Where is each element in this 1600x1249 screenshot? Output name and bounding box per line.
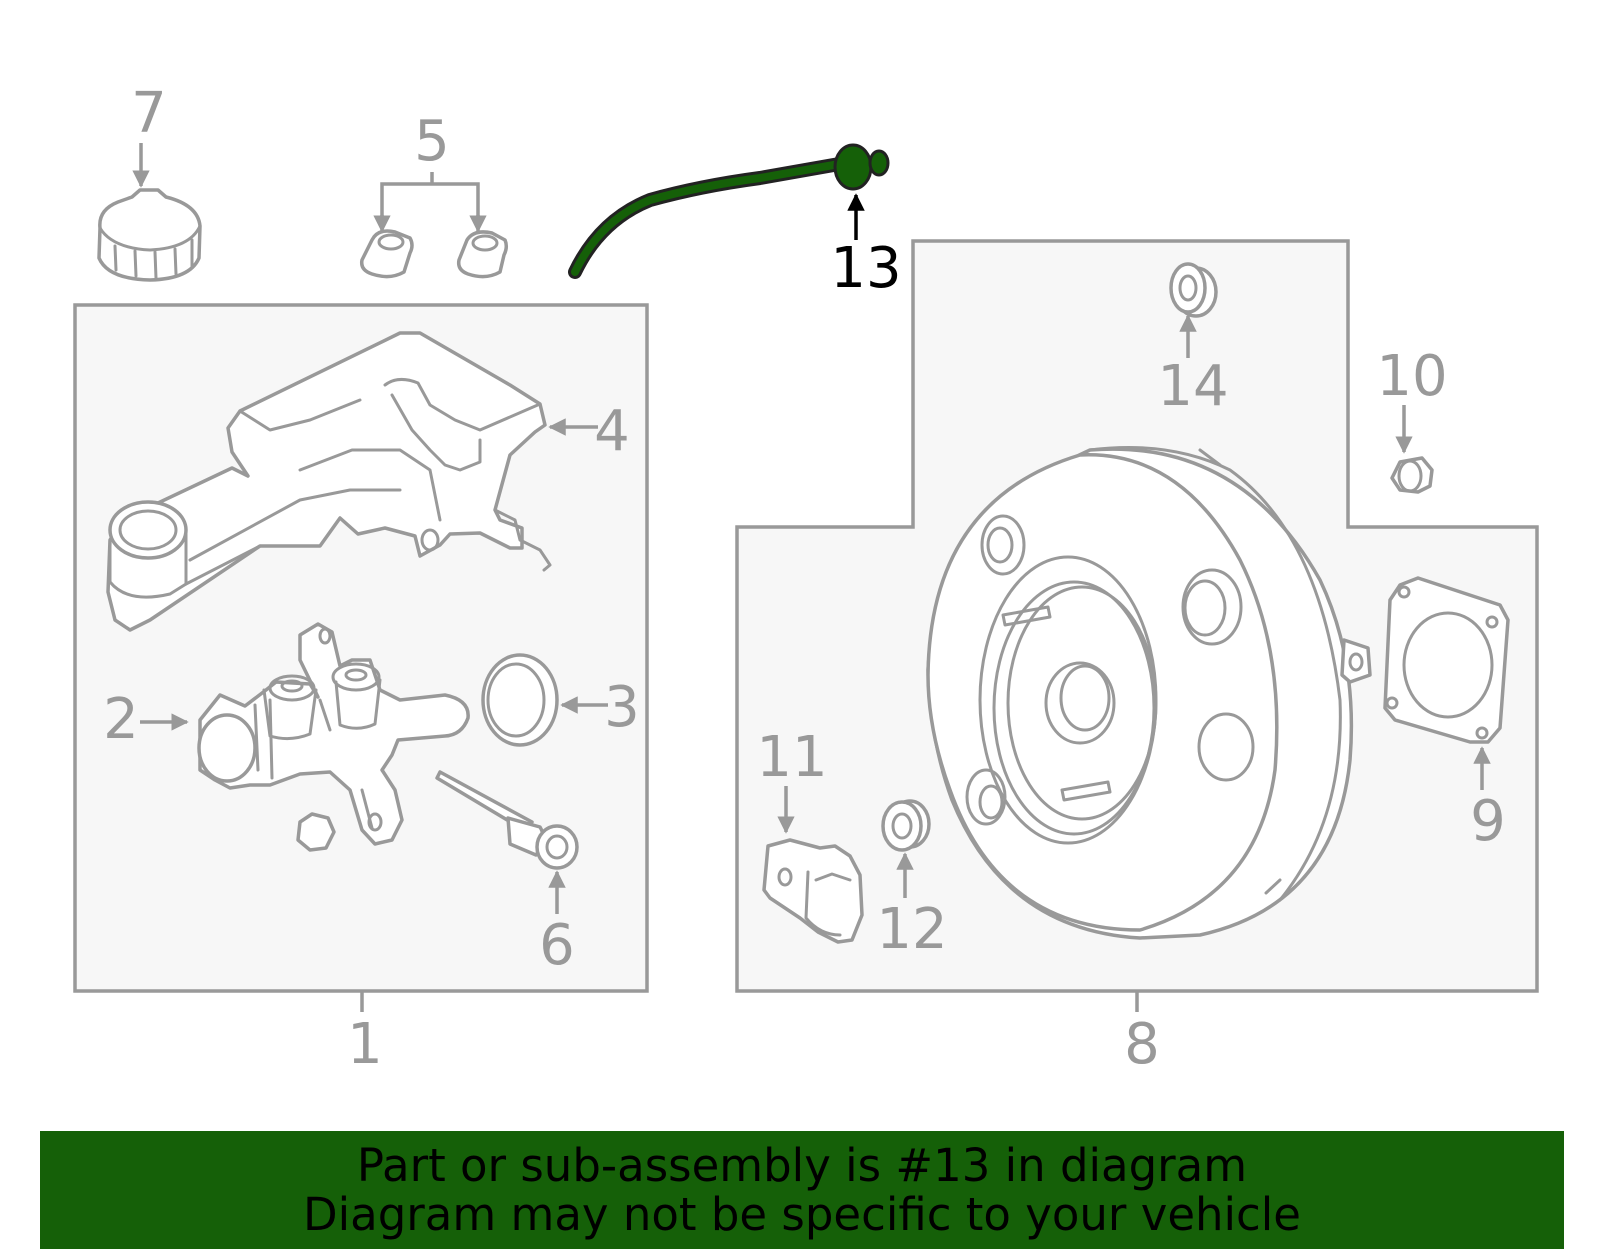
small-grommet-part[interactable] bbox=[881, 799, 931, 852]
callout-8: 8 bbox=[1124, 1012, 1160, 1077]
brake-booster-part[interactable] bbox=[926, 446, 1372, 940]
reservoir-part[interactable] bbox=[106, 331, 552, 632]
nut-part[interactable] bbox=[296, 812, 336, 852]
booster-grommet-part[interactable] bbox=[1169, 262, 1218, 318]
seal-ring-part[interactable] bbox=[481, 653, 559, 747]
info-banner: Part or sub-assembly is #13 in diagram D… bbox=[40, 1131, 1564, 1249]
banner-line-2: Diagram may not be specific to your vehi… bbox=[303, 1188, 1301, 1241]
callout-12: 12 bbox=[876, 897, 947, 962]
grommet-part-left[interactable] bbox=[359, 229, 414, 279]
callout-4: 4 bbox=[594, 399, 630, 464]
callout-1: 1 bbox=[347, 1012, 383, 1077]
master-cylinder-part[interactable] bbox=[197, 622, 470, 846]
callout-10: 10 bbox=[1376, 344, 1447, 409]
callout-5: 5 bbox=[414, 109, 450, 174]
callout-9: 9 bbox=[1470, 789, 1506, 854]
callout-2: 2 bbox=[103, 687, 139, 752]
callout-6: 6 bbox=[539, 913, 575, 978]
gasket-part[interactable] bbox=[1383, 576, 1510, 744]
callout-3: 3 bbox=[604, 675, 640, 740]
sensor-pin-part[interactable] bbox=[435, 770, 579, 870]
booster-nut-part[interactable] bbox=[1390, 456, 1434, 494]
grommet-part-right[interactable] bbox=[456, 230, 509, 279]
leader-5 bbox=[380, 172, 480, 229]
vacuum-hose-part[interactable] bbox=[568, 143, 890, 279]
banner-line-1: Part or sub-assembly is #13 in diagram bbox=[356, 1139, 1248, 1192]
bracket-sensor-part[interactable] bbox=[762, 838, 864, 944]
callout-13: 13 bbox=[830, 236, 901, 301]
callout-14: 14 bbox=[1157, 354, 1228, 419]
callout-7: 7 bbox=[131, 81, 167, 146]
reservoir-cap-part[interactable] bbox=[97, 188, 202, 282]
callout-11: 11 bbox=[756, 725, 827, 790]
